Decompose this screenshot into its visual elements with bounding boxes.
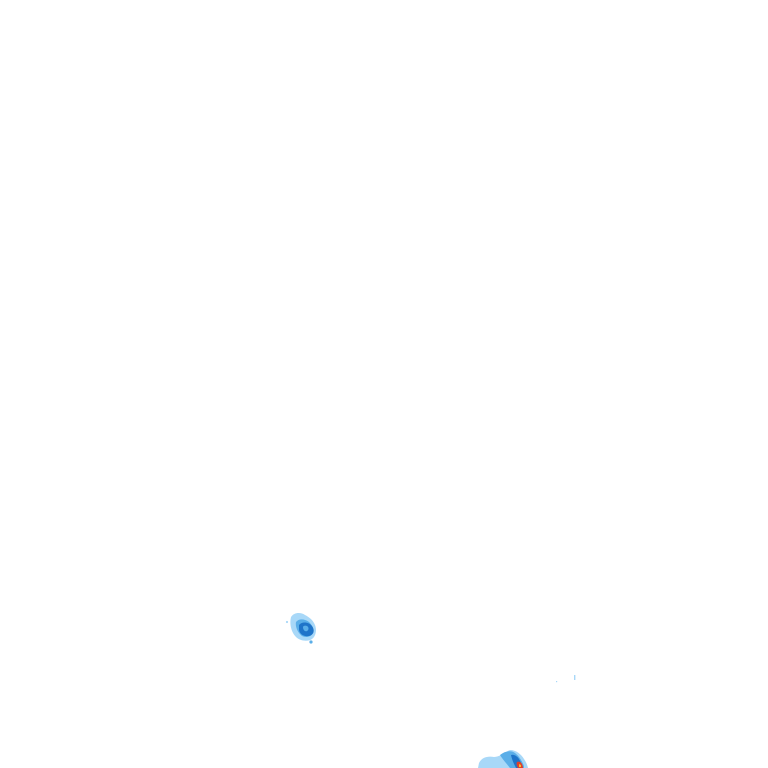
echo-west-fragment — [309, 640, 313, 644]
echo-south-speck — [482, 763, 486, 767]
echo-west-core-ring — [299, 622, 314, 637]
radar-echo-west — [285, 612, 316, 644]
echo-east-speck-b — [556, 681, 558, 683]
radar-echo-south — [478, 750, 528, 768]
radar-echo-east-speck — [556, 675, 576, 683]
echo-east-speck-a — [574, 675, 576, 680]
echo-west-speck — [285, 620, 289, 624]
echo-south-extreme — [519, 764, 521, 767]
